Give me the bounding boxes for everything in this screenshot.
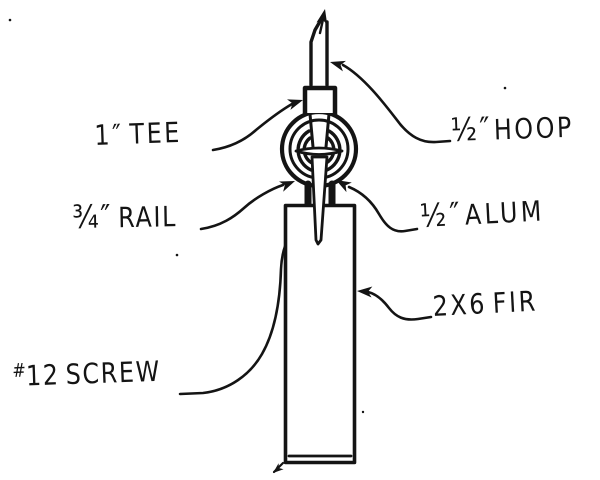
label-alum-measure: ½″	[418, 194, 465, 235]
label-screw-prefix: #	[11, 359, 27, 382]
label-rail: ¾″RAIL	[71, 197, 178, 236]
label-screw-item: SCREW	[65, 354, 162, 392]
label-rail-item: RAIL	[117, 200, 178, 235]
label-hoop-measure: ½″	[449, 109, 493, 149]
label-tee-item: TEE	[128, 115, 183, 151]
lower-stub-walls	[304, 180, 336, 208]
label-fir-measure: 2X6	[431, 287, 488, 323]
scan-specks	[8, 18, 507, 414]
leader-arrowhead	[330, 60, 346, 72]
label-rail-measure: ¾″	[71, 197, 113, 236]
label-hoop: ½″HOOP	[449, 109, 575, 149]
label-screw-measure: 12	[25, 358, 61, 393]
leader-line-tee	[211, 99, 303, 152]
post-corner-tick-arrowhead	[273, 463, 284, 473]
leader-arrowhead	[357, 286, 373, 298]
tee-top-socket	[302, 85, 338, 117]
label-alum-item: ALUM	[464, 194, 546, 232]
hoop-tube	[309, 9, 329, 87]
label-hoop-item: HOOP	[493, 110, 575, 147]
direction-up-arrowhead	[316, 9, 328, 25]
leader-line-hoop	[330, 60, 452, 144]
leader-line-fir	[357, 286, 433, 321]
label-tee-measure: 1″	[93, 117, 125, 152]
label-tee: 1″TEE	[93, 115, 183, 152]
fir-post	[272, 203, 357, 474]
leader-line-alum	[336, 180, 419, 233]
screw-profile	[294, 146, 344, 246]
screw-shank	[310, 155, 329, 246]
leader-arrowhead	[287, 99, 303, 110]
leader-arrowhead	[279, 181, 295, 192]
leader-line-rail	[199, 181, 295, 231]
screw-head	[294, 146, 344, 156]
label-fir-item: FIR	[491, 284, 539, 320]
label-alum: ½″ALUM	[418, 193, 546, 235]
leader-arrowhead	[336, 180, 352, 193]
